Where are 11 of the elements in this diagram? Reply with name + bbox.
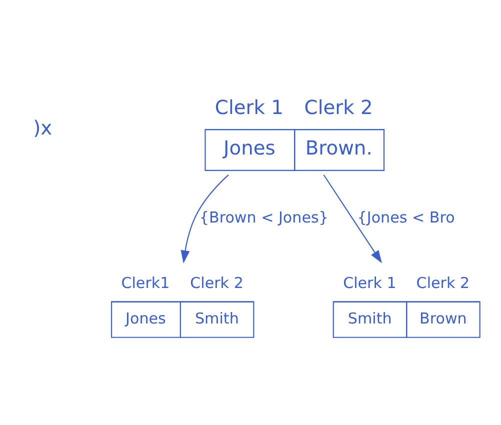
edge-label: {Jones < Bro [356, 208, 454, 226]
node-label: Clerk 2 [304, 95, 372, 118]
arrow [322, 174, 382, 263]
label: )x [32, 116, 52, 139]
arrow [180, 174, 228, 263]
node-label: Clerk 1 [342, 274, 396, 292]
edge-label: {Brown < Jones} [198, 208, 328, 226]
node-label: Clerk 1 [214, 95, 283, 118]
node-label: Clerk1 [120, 274, 170, 292]
node-label: Clerk 2 [190, 274, 243, 292]
node-label: Clerk 2 [416, 274, 470, 292]
